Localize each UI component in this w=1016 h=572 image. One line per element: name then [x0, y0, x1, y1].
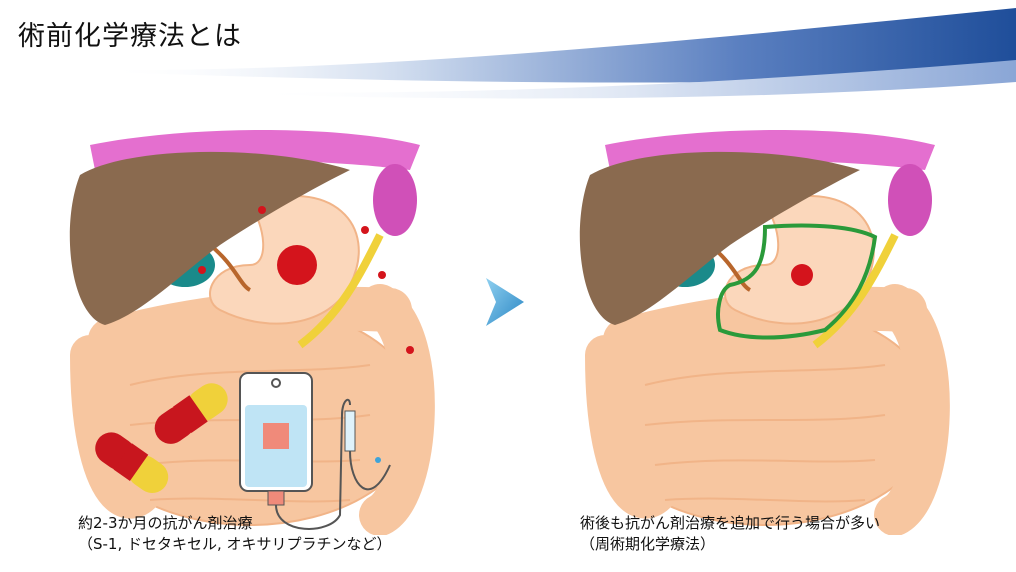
- iv-bag-icon: [239, 372, 391, 530]
- left-caption: 約2-3か月の抗がん剤治療 （S-1, ドセタキセル, オキサリプラチンなど）: [78, 513, 392, 555]
- capsule-icon-2: [95, 432, 169, 494]
- anatomy-before-treatment: [69, 130, 435, 535]
- liver: [69, 151, 350, 325]
- anatomy-after-treatment: [579, 130, 950, 535]
- left-caption-line2: （S-1, ドセタキセル, オキサリプラチンなど）: [78, 535, 392, 553]
- right-caption-line2: （周術期化学療法）: [580, 535, 716, 553]
- left-caption-line1: 約2-3か月の抗がん剤治療: [78, 514, 253, 532]
- page-title: 術前化学療法とは: [18, 21, 242, 52]
- shrunken-tumor: [791, 264, 813, 286]
- arrow-right-icon: [486, 278, 524, 326]
- spleen: [373, 164, 417, 236]
- resection-outline: [716, 223, 878, 340]
- primary-tumor: [277, 245, 317, 285]
- capsule-icon: [154, 383, 228, 444]
- right-caption: 術後も抗がん剤治療を追加で行う場合が多い （周術期化学療法）: [580, 513, 880, 555]
- header-banner: [100, 8, 1016, 99]
- right-caption-line1: 術後も抗がん剤治療を追加で行う場合が多い: [580, 514, 881, 532]
